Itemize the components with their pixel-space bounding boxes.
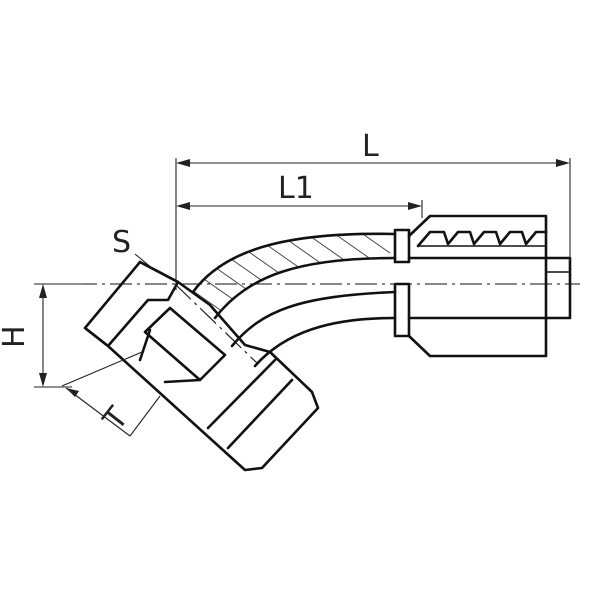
dimension-l1-label: L1 xyxy=(278,171,314,206)
bend-section-hatch xyxy=(193,233,390,318)
dimension-s-label: S xyxy=(112,225,131,260)
dimension-t: T xyxy=(61,351,161,438)
dimension-t-label: T xyxy=(96,400,136,437)
center-line xyxy=(40,283,580,365)
dimension-s: S xyxy=(112,225,153,269)
dimension-h-label: H xyxy=(0,325,32,348)
bent-tube xyxy=(191,232,397,368)
dimension-l: L xyxy=(175,129,571,290)
swivel-nut xyxy=(83,260,320,472)
dimension-l-label: L xyxy=(362,129,379,164)
ferrule xyxy=(393,214,572,358)
dimension-h: H xyxy=(0,283,82,388)
dimension-l1: L1 xyxy=(176,171,423,218)
